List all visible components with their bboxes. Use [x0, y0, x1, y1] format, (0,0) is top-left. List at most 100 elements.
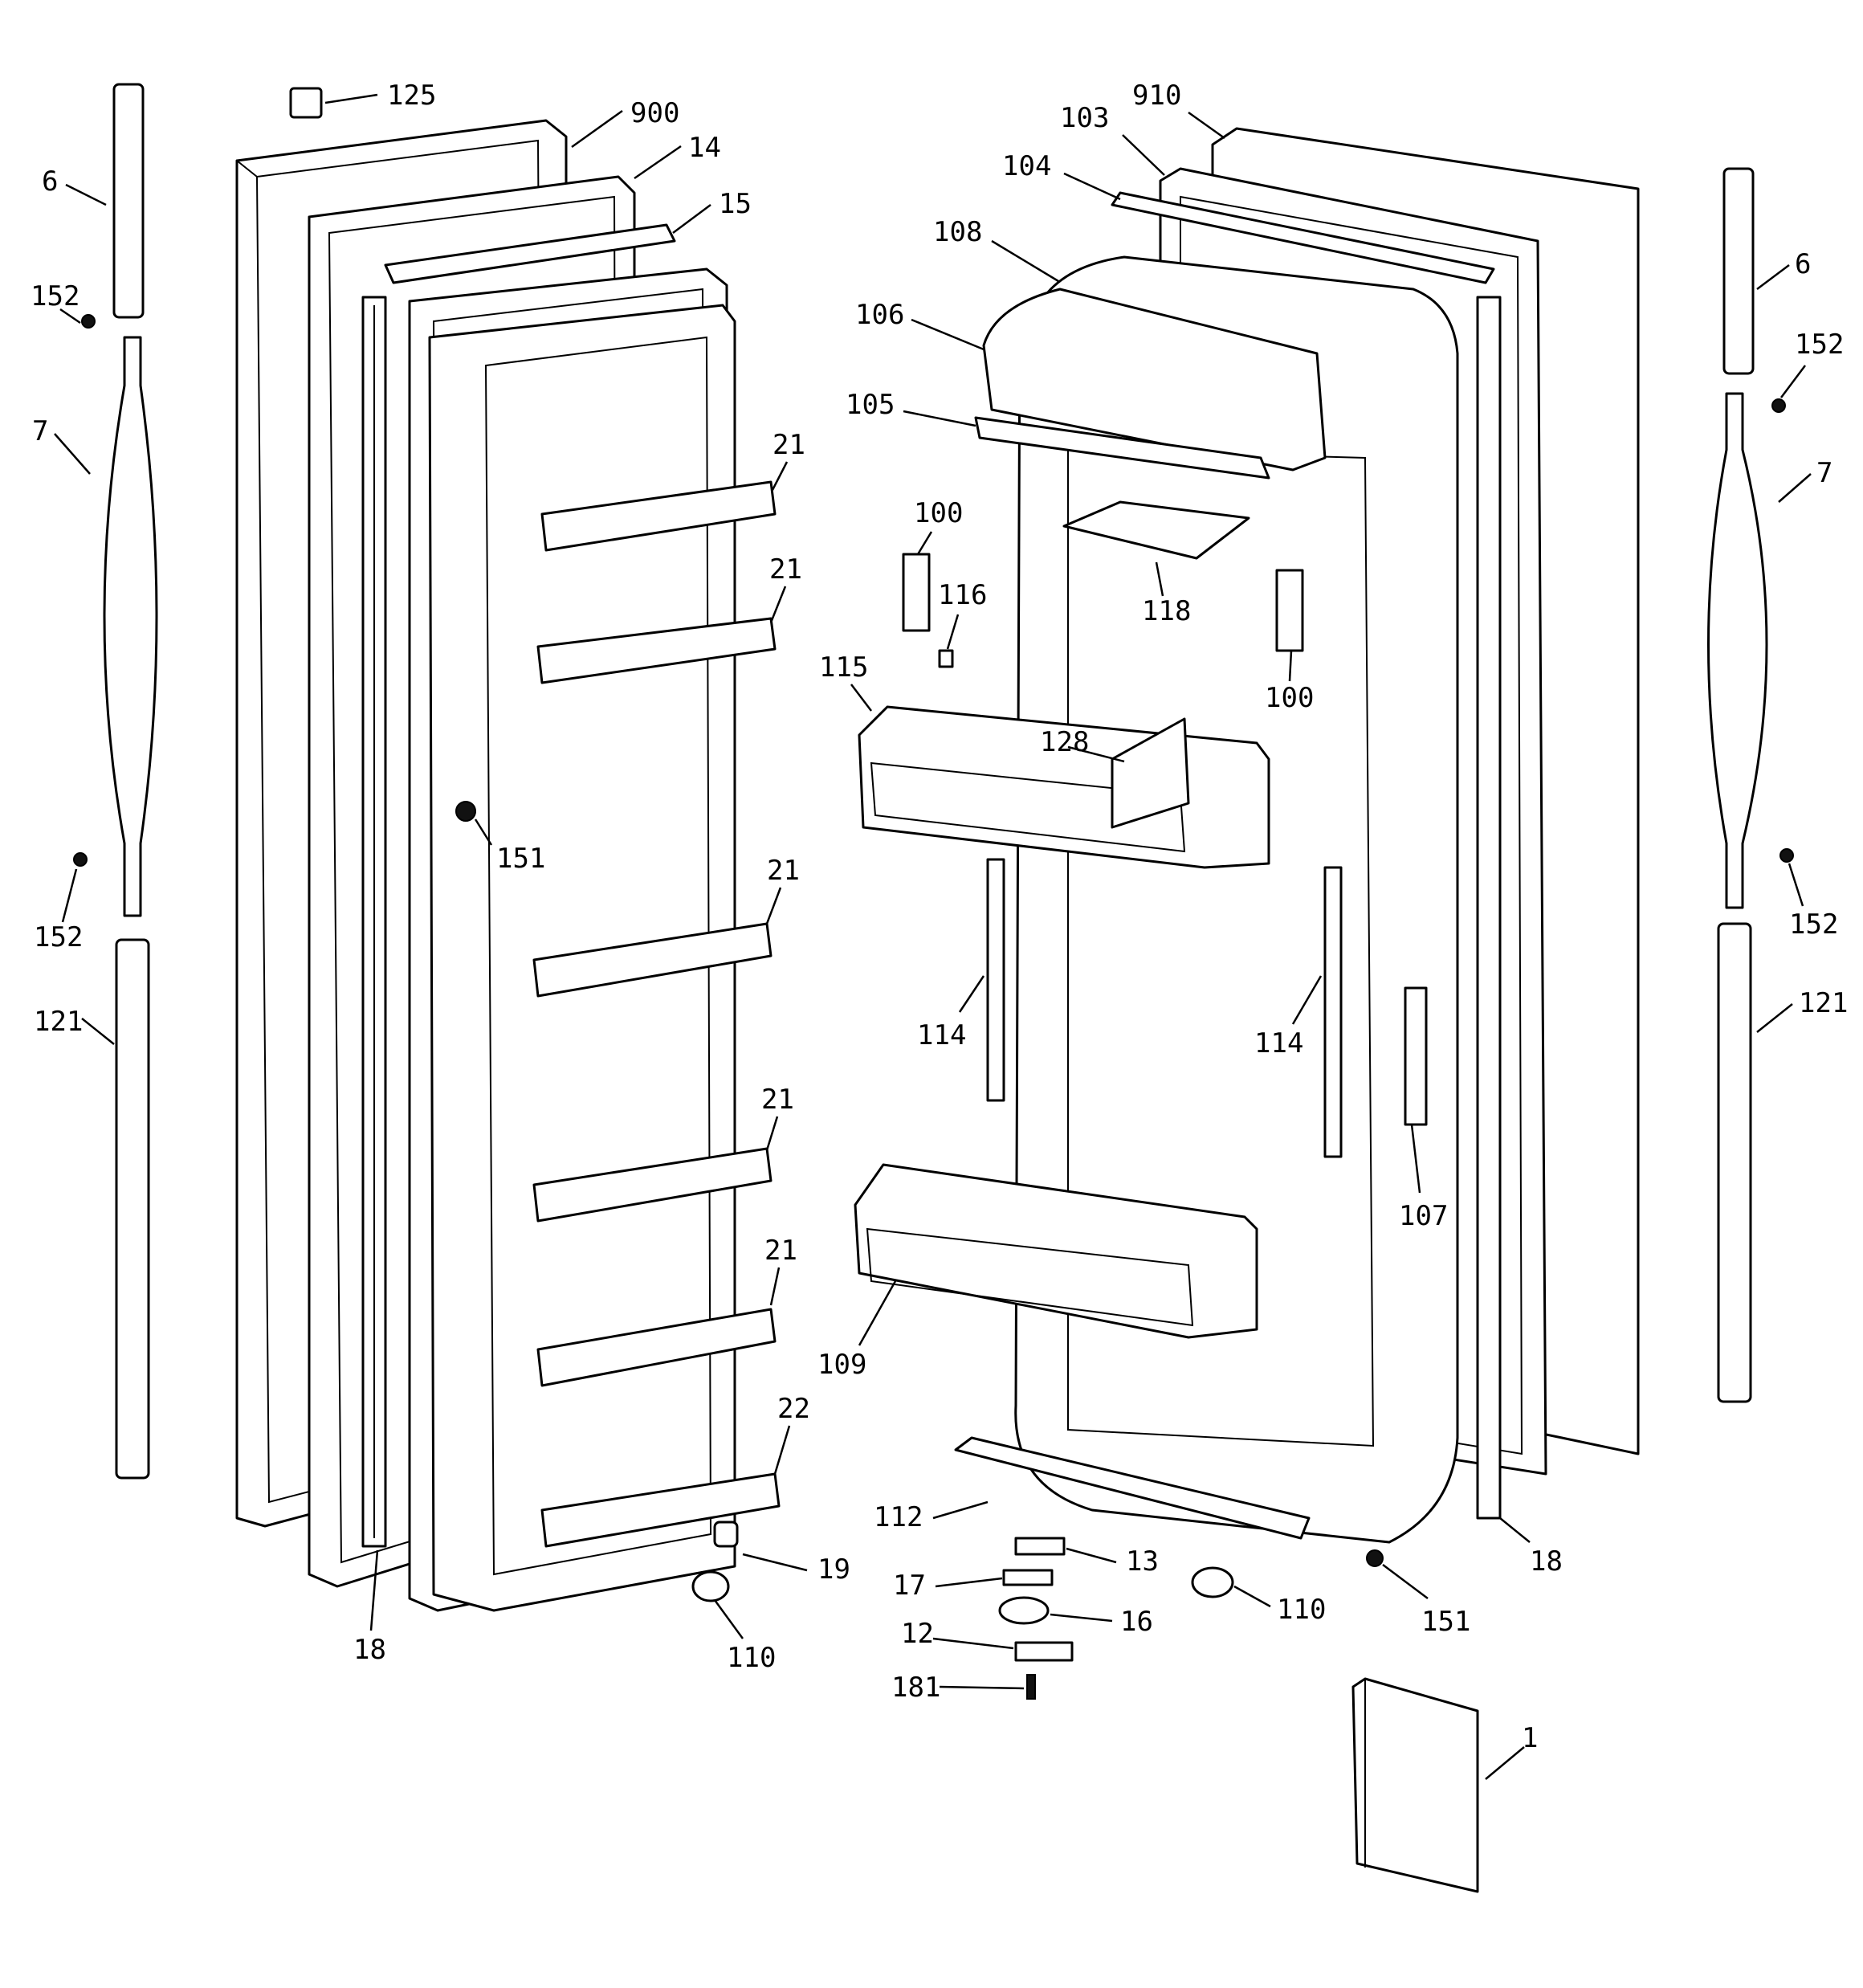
- hinge-shim-17: [1002, 1569, 1054, 1586]
- callout-100-left: 100: [914, 497, 963, 529]
- leader-line-115: [850, 684, 872, 712]
- callout-21-1: 21: [773, 429, 805, 461]
- leader-line-114-right: [1291, 975, 1323, 1025]
- screw-152-right-bottom: [1779, 848, 1794, 863]
- callout-21-2: 21: [769, 553, 802, 586]
- callout-121-right: 121: [1799, 987, 1848, 1019]
- callout-118: 118: [1142, 595, 1191, 627]
- dairy-door-cover: [982, 288, 1327, 471]
- callout-13: 13: [1126, 1545, 1159, 1578]
- callout-116: 116: [938, 579, 987, 611]
- callout-125: 125: [387, 80, 436, 112]
- small-clip: [938, 649, 954, 668]
- top-rail: [384, 223, 676, 284]
- bracket-left: [902, 553, 931, 632]
- callout-106: 106: [855, 299, 904, 331]
- handle-cap-right: [1722, 167, 1755, 375]
- leader-line-152-right-bottom: [1788, 863, 1804, 907]
- bottom-strip: [954, 1436, 1311, 1540]
- callout-152-left-top: 152: [31, 280, 79, 312]
- shelf-bar-3: [532, 922, 773, 998]
- callout-19: 19: [817, 1553, 850, 1586]
- leader-line-109: [858, 1280, 897, 1346]
- screw-181: [1026, 1674, 1036, 1700]
- callout-128: 128: [1040, 726, 1089, 758]
- handle-right: [1707, 392, 1768, 909]
- shelf-bar-6: [540, 1472, 781, 1548]
- callout-152-right-bottom: 152: [1789, 908, 1838, 941]
- leader-line-910: [1188, 111, 1225, 140]
- callout-900: 900: [630, 97, 679, 129]
- leader-line-16: [1050, 1613, 1113, 1623]
- leader-line-100-right: [1288, 650, 1293, 682]
- callout-121-left: 121: [34, 1006, 83, 1038]
- callout-114-left: 114: [917, 1019, 966, 1051]
- screw-152-left-top: [81, 314, 96, 329]
- leader-line-151-right: [1382, 1564, 1429, 1599]
- leader-line-103: [1122, 134, 1165, 176]
- callout-109: 109: [817, 1349, 866, 1381]
- leader-line-14: [634, 145, 682, 180]
- callout-18-left: 18: [353, 1634, 386, 1666]
- callout-114-right: 114: [1254, 1027, 1303, 1059]
- callout-6-left: 6: [42, 165, 58, 198]
- leader-line-181: [939, 1685, 1025, 1690]
- leader-line-21-5: [769, 1267, 781, 1306]
- shelf-bar-5: [536, 1308, 777, 1387]
- leader-line-106: [911, 318, 984, 351]
- leader-line-121-right: [1756, 1003, 1793, 1033]
- callout-7-left: 7: [32, 415, 48, 447]
- leader-line-128: [1067, 745, 1125, 763]
- callout-14: 14: [688, 132, 721, 164]
- callout-910: 910: [1132, 80, 1181, 112]
- callout-7-right: 7: [1816, 457, 1832, 489]
- handle-trim-right: [1717, 922, 1752, 1403]
- callout-152-left-bottom: 152: [34, 921, 83, 953]
- leader-line-7-right: [1778, 473, 1812, 503]
- leader-line-105: [903, 410, 976, 427]
- bracket-right: [1275, 569, 1304, 652]
- callout-181: 181: [891, 1672, 940, 1704]
- hinge-plate-13: [1014, 1537, 1066, 1556]
- callout-151-left: 151: [496, 843, 545, 875]
- callout-110-left: 110: [727, 1642, 776, 1674]
- callout-18-right: 18: [1530, 1545, 1563, 1578]
- door-rail-right: [1323, 866, 1343, 1158]
- leader-line-18-left: [369, 1549, 379, 1631]
- leader-line-21-3: [765, 887, 782, 925]
- leader-line-125: [324, 93, 378, 104]
- leader-line-114-left: [958, 975, 985, 1013]
- leader-line-21-1: [771, 461, 789, 491]
- leader-line-15: [672, 203, 711, 235]
- leader-line-116: [946, 614, 960, 650]
- door-plug: [289, 87, 323, 119]
- leader-line-12: [932, 1637, 1014, 1650]
- screw-left: [455, 801, 476, 822]
- callout-152-right-top: 152: [1795, 329, 1844, 361]
- leader-line-152-left-top: [59, 308, 81, 325]
- callout-21-3: 21: [767, 855, 800, 887]
- callout-103: 103: [1060, 102, 1109, 134]
- callout-108: 108: [933, 216, 982, 248]
- shelf-bar-4: [532, 1147, 773, 1223]
- hinge-pin: [713, 1521, 739, 1548]
- leader-line-107: [1410, 1124, 1421, 1194]
- callout-151-right: 151: [1421, 1606, 1470, 1638]
- leader-line-21-2: [769, 586, 787, 623]
- leader-line-19: [742, 1553, 808, 1572]
- handle-cap-left: [112, 83, 145, 319]
- callout-104: 104: [1002, 150, 1051, 182]
- hinge-bushing-16: [998, 1596, 1050, 1625]
- leader-line-151-left: [474, 818, 493, 846]
- leader-line-104: [1063, 172, 1121, 201]
- gasket-strip-left: [361, 296, 387, 1548]
- leader-line-17: [935, 1577, 1003, 1588]
- hinge-bracket-12: [1014, 1641, 1074, 1662]
- leader-line-118: [1155, 561, 1164, 597]
- leader-line-900: [571, 109, 623, 149]
- leader-line-6-left: [65, 183, 107, 206]
- screw-right: [1366, 1549, 1384, 1567]
- door-rail-left: [986, 858, 1005, 1102]
